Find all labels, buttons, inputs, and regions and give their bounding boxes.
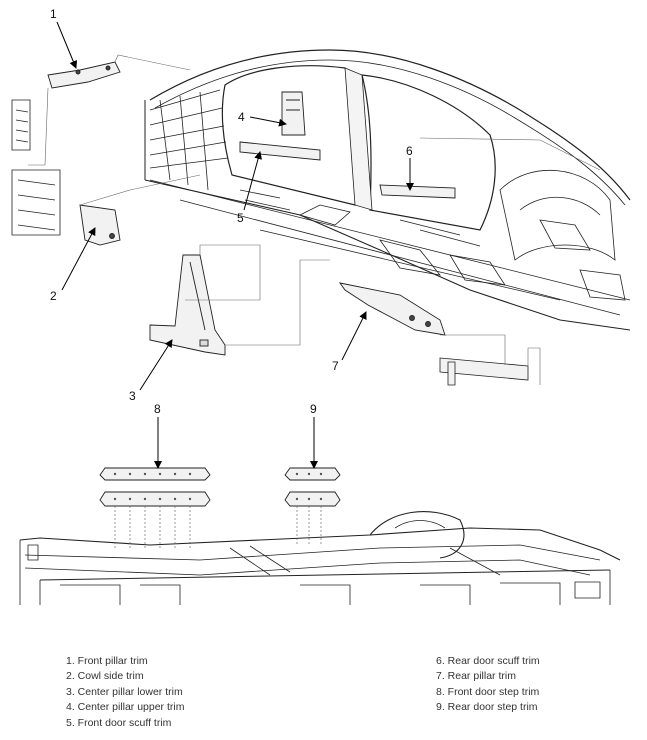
callout-6: 6 xyxy=(406,144,413,158)
callout-7: 7 xyxy=(332,359,339,373)
car-body-illustration xyxy=(11,49,631,331)
side-sill-illustration xyxy=(19,511,621,605)
leader-lines xyxy=(28,54,601,385)
callout-2: 2 xyxy=(50,289,57,303)
legend-left-column: 1. Front pillar trim 2. Cowl side trim 3… xyxy=(66,654,184,731)
legend-item: 5. Front door scuff trim xyxy=(66,716,172,729)
center-pillar-lower-trim-part xyxy=(149,254,226,356)
rear-door-step-trim-part xyxy=(284,467,341,507)
legend-item: 3. Center pillar lower trim xyxy=(66,685,183,698)
callout-4: 4 xyxy=(238,110,245,124)
rear-step-trim-clip-lines xyxy=(296,506,322,545)
cowl-side-trim-part xyxy=(79,204,121,246)
callout-8: 8 xyxy=(154,402,161,416)
legend-right-column: 6. Rear door scuff trim 7. Rear pillar t… xyxy=(436,654,540,716)
legend-item: 9. Rear door step trim xyxy=(436,701,538,714)
callout-arrows xyxy=(56,21,414,469)
rear-door-scuff-trim-part xyxy=(379,184,456,199)
front-step-trim-dots xyxy=(113,472,192,501)
legend-item: 2. Cowl side trim xyxy=(66,670,144,683)
callout-1: 1 xyxy=(50,7,57,21)
front-door-scuff-trim-part xyxy=(239,141,321,161)
legend-item: 4. Center pillar upper trim xyxy=(66,701,185,714)
legend-item: 7. Rear pillar trim xyxy=(436,670,516,683)
rear-pillar-trim-part xyxy=(338,282,446,336)
callout-9: 9 xyxy=(310,402,317,416)
front-step-trim-clip-lines xyxy=(114,506,191,548)
rear-pillar-detail-inset xyxy=(439,357,529,386)
rear-step-trim-dots xyxy=(295,472,323,501)
callout-3: 3 xyxy=(129,389,136,403)
callout-5: 5 xyxy=(237,211,244,225)
front-pillar-trim-part xyxy=(47,61,121,89)
legend-item: 1. Front pillar trim xyxy=(66,655,148,667)
legend-item: 8. Front door step trim xyxy=(436,685,540,698)
front-door-step-trim-part xyxy=(99,467,211,507)
legend-item: 6. Rear door scuff trim xyxy=(436,655,540,667)
center-pillar-upper-trim-part xyxy=(281,91,306,136)
